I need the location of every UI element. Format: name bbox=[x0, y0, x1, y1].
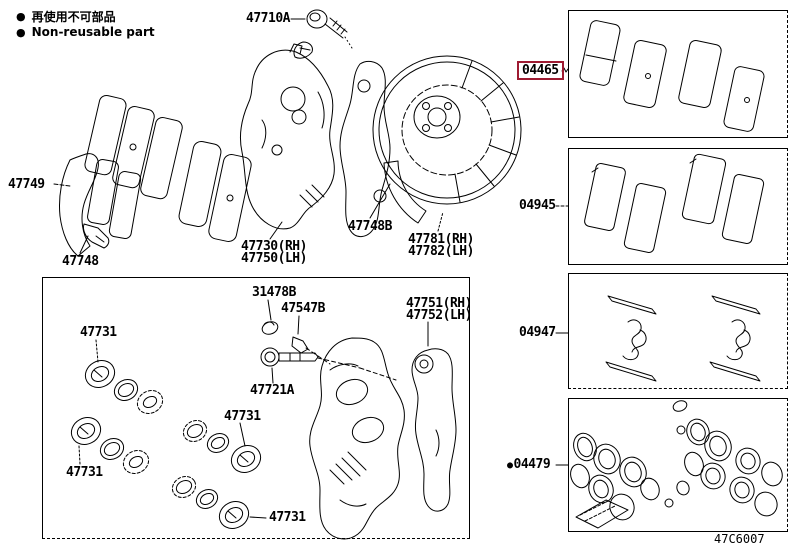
part-label-47752-lh[interactable]: 47752(LH) bbox=[406, 308, 472, 323]
legend-text-jp: 再使用不可部品 bbox=[31, 9, 116, 24]
grease-packet-drawing bbox=[575, 499, 629, 529]
wear-indicator-47748-drawing bbox=[83, 223, 110, 249]
part-label-47730-rh[interactable]: 47730(RH) bbox=[241, 239, 307, 254]
non-reusable-marker-icon: ● bbox=[507, 460, 513, 471]
part-label-47750-lh[interactable]: 47750(LH) bbox=[241, 251, 307, 266]
part-label-04465-highlighted[interactable]: 04465 bbox=[517, 61, 564, 80]
part-label-47731-a[interactable]: 47731 bbox=[80, 325, 117, 340]
legend-text-en: Non-reusable part bbox=[31, 25, 155, 39]
part-label-47751-rh[interactable]: 47751(RH) bbox=[406, 296, 472, 311]
part-label-47710a[interactable]: 47710A bbox=[246, 11, 290, 26]
part-label-47547b[interactable]: 47547B bbox=[281, 301, 325, 316]
caliper-bottom-drawing bbox=[309, 337, 405, 540]
part-label-47721a[interactable]: 47721A bbox=[250, 383, 294, 398]
seal-kit-box bbox=[568, 398, 788, 532]
part-label-47748b[interactable]: 47748B bbox=[348, 219, 392, 234]
part-label-47781-rh[interactable]: 47781(RH) bbox=[408, 232, 474, 247]
part-label-47749[interactable]: 47749 bbox=[8, 177, 45, 192]
part-label-47782-lh[interactable]: 47782(LH) bbox=[408, 244, 474, 259]
bolt-47710a-drawing bbox=[293, 9, 353, 59]
seal-kit-drawing bbox=[570, 400, 783, 529]
bleeder-plug-drawing bbox=[291, 336, 331, 365]
part-label-04479[interactable]: ●04479 bbox=[507, 457, 551, 472]
bleeder-cap-drawing bbox=[261, 321, 279, 335]
inner-pads-drawing bbox=[84, 94, 252, 242]
slide-bolt-drawing bbox=[260, 347, 397, 381]
legend-row-jp: ● 再使用不可部品 bbox=[16, 8, 155, 24]
shim-kit-drawing bbox=[584, 153, 765, 253]
legend: ● 再使用不可部品 ● Non-reusable part bbox=[16, 8, 155, 40]
piston-chain-d bbox=[171, 476, 250, 529]
piston-chain-b bbox=[70, 417, 150, 474]
caliper-47730-drawing bbox=[239, 43, 335, 230]
shield-gasket-drawing bbox=[383, 160, 427, 224]
dust-shield-drawing bbox=[372, 55, 522, 224]
part-label-47731-c[interactable]: 47731 bbox=[224, 409, 261, 424]
piston-chain-c bbox=[182, 420, 262, 473]
part-label-04947[interactable]: 04947 bbox=[519, 325, 556, 340]
torque-plate-bottom-drawing bbox=[411, 348, 457, 512]
part-label-31478b[interactable]: 31478B bbox=[252, 285, 296, 300]
piston-chain-a bbox=[84, 360, 164, 414]
shim-kit-box bbox=[568, 148, 788, 265]
part-label-47748[interactable]: 47748 bbox=[62, 254, 99, 269]
pad-kit-drawing bbox=[579, 20, 765, 132]
legend-row-en: ● Non-reusable part bbox=[16, 24, 155, 40]
support-plate-47749-drawing bbox=[59, 153, 110, 257]
pad-kit-box bbox=[568, 10, 788, 138]
torque-plate-top-drawing bbox=[339, 60, 391, 237]
figure-code: 47C6007 bbox=[714, 532, 765, 546]
part-label-47731-b[interactable]: 47731 bbox=[66, 465, 103, 480]
part-number-04479: 04479 bbox=[513, 457, 551, 472]
non-reusable-bullet-icon: ● bbox=[16, 25, 26, 39]
fitting-kit-box bbox=[568, 273, 788, 389]
caliper-detail-box bbox=[42, 277, 470, 539]
fitting-kit-drawing bbox=[605, 295, 761, 382]
part-label-47731-d[interactable]: 47731 bbox=[269, 510, 306, 525]
part-label-04945[interactable]: 04945 bbox=[519, 198, 556, 213]
non-reusable-bullet-icon: ● bbox=[16, 9, 26, 23]
